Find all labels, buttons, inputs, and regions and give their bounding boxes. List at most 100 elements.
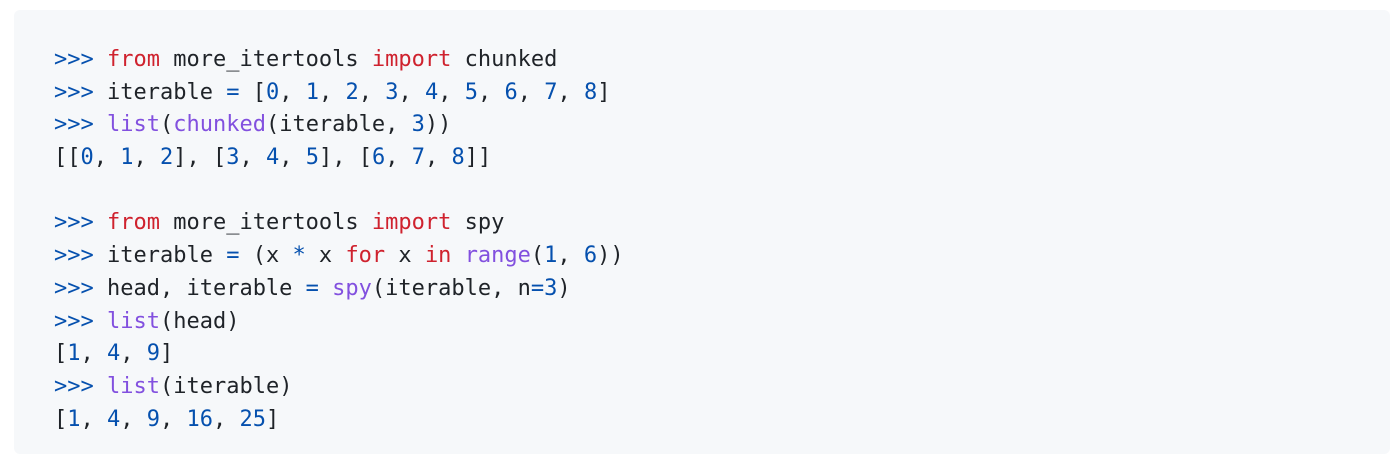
- number-token: 0: [265, 79, 280, 105]
- number-token: 4: [265, 145, 280, 171]
- number-token: 25: [239, 406, 267, 432]
- number-token: 1: [120, 145, 134, 171]
- text-token: ,: [239, 145, 266, 171]
- text-token: (: [530, 243, 545, 269]
- text-token: ]: [266, 406, 280, 432]
- number-token: 9: [146, 406, 160, 432]
- number-token: 3: [226, 145, 240, 171]
- text-token: ]: [597, 79, 611, 105]
- keyword-token: for: [345, 243, 386, 269]
- keyword-token: from: [107, 47, 160, 72]
- code-line: >>> head, iterable = spy(iterable, n=3): [54, 273, 1390, 306]
- text-token: more_itertools: [159, 47, 372, 72]
- text-token: more_itertools: [159, 210, 372, 236]
- text-token: ,: [318, 79, 346, 105]
- text-token: chunked: [451, 47, 558, 72]
- code-line: [1, 4, 9]: [54, 338, 1390, 371]
- text-token: ,: [160, 406, 187, 432]
- text-token: ): [557, 275, 571, 301]
- text-token: [: [239, 79, 266, 105]
- prompt-token: >>>: [54, 79, 94, 105]
- prompt-token: >>>: [54, 373, 94, 399]
- text-token: x: [305, 243, 346, 269]
- text-token: ,: [93, 145, 121, 171]
- text-token: [94, 47, 107, 72]
- prompt-token: >>>: [54, 308, 94, 334]
- code-line: >>> list(head): [54, 306, 1390, 339]
- prompt-token: >>>: [54, 112, 94, 138]
- code-line: >>> list(iterable): [54, 371, 1390, 404]
- text-token: x: [385, 243, 425, 269]
- number-token: 0: [80, 145, 94, 171]
- text-token: ,: [120, 341, 147, 367]
- builtin-token: list: [107, 112, 160, 138]
- number-token: 1: [67, 341, 81, 367]
- number-token: 1: [544, 243, 558, 269]
- text-token: )): [597, 243, 624, 269]
- text-token: ,: [213, 406, 240, 432]
- text-token: ,: [80, 341, 107, 367]
- text-token: (iterable, n: [371, 275, 531, 301]
- keyword-token: import: [371, 47, 452, 72]
- text-token: ,: [80, 406, 107, 432]
- number-token: 1: [305, 79, 319, 105]
- text-token: ,: [424, 145, 452, 171]
- code-block: >>> from more_itertools import chunked>>…: [14, 10, 1390, 454]
- builtin-token: spy: [332, 275, 372, 301]
- text-token: ,: [120, 406, 147, 432]
- code-line: [1, 4, 9, 16, 25]: [54, 404, 1390, 437]
- text-token: [94, 112, 107, 137]
- text-token: [94, 374, 107, 399]
- text-token: [94, 309, 107, 334]
- operator-token: *: [292, 243, 306, 269]
- number-token: 4: [424, 79, 439, 105]
- text-token: ,: [477, 79, 505, 105]
- text-token: ,: [517, 79, 545, 105]
- number-token: 6: [583, 243, 598, 269]
- text-token: ,: [279, 79, 306, 105]
- text-token: ,: [385, 145, 412, 171]
- number-token: 3: [544, 275, 558, 301]
- code-line: >>> from more_itertools import spy: [54, 207, 1390, 240]
- number-token: 4: [107, 406, 121, 432]
- code-line: >>> from more_itertools import chunked: [54, 44, 1390, 77]
- text-token: ,: [438, 79, 465, 105]
- text-token: [319, 276, 332, 301]
- code-line: [[0, 1, 2], [3, 4, 5], [6, 7, 8]]: [54, 142, 1390, 175]
- number-token: 2: [345, 79, 359, 105]
- text-token: ,: [279, 145, 306, 171]
- number-token: 1: [67, 406, 81, 432]
- number-token: 3: [411, 112, 425, 138]
- code-line: >>> iterable = [0, 1, 2, 3, 4, 5, 6, 7, …: [54, 77, 1390, 110]
- text-token: (x: [239, 243, 293, 269]
- builtin-token: range: [464, 243, 531, 269]
- text-token: iterable: [93, 79, 227, 105]
- number-token: 3: [385, 79, 399, 105]
- text-token: ,: [133, 145, 160, 171]
- prompt-token: >>>: [54, 210, 94, 236]
- text-token: ], [: [173, 145, 227, 171]
- text-token: [[: [54, 145, 81, 171]
- text-token: ]: [160, 341, 174, 367]
- code-listing: >>> from more_itertools import chunked>>…: [54, 44, 1390, 436]
- code-line: >>> iterable = (x * x for x in range(1, …: [54, 240, 1390, 273]
- number-token: 6: [504, 79, 518, 105]
- prompt-token: >>>: [54, 275, 94, 301]
- text-token: (head): [159, 308, 240, 334]
- keyword-token: from: [107, 210, 160, 236]
- prompt-token: >>>: [54, 243, 94, 269]
- number-token: 6: [371, 145, 386, 171]
- text-token: ,: [358, 79, 386, 105]
- text-token: [451, 243, 464, 268]
- prompt-token: >>>: [54, 47, 94, 72]
- code-line: [54, 175, 1390, 208]
- operator-token: =: [305, 275, 319, 301]
- code-line: >>> list(chunked(iterable, 3)): [54, 109, 1390, 142]
- text-token: spy: [451, 210, 505, 236]
- text-token: ,: [557, 243, 584, 269]
- builtin-token: list: [107, 373, 160, 399]
- text-token: [: [54, 406, 68, 432]
- text-token: iterable: [93, 243, 227, 269]
- number-token: 9: [146, 341, 160, 367]
- text-token: (: [159, 112, 174, 138]
